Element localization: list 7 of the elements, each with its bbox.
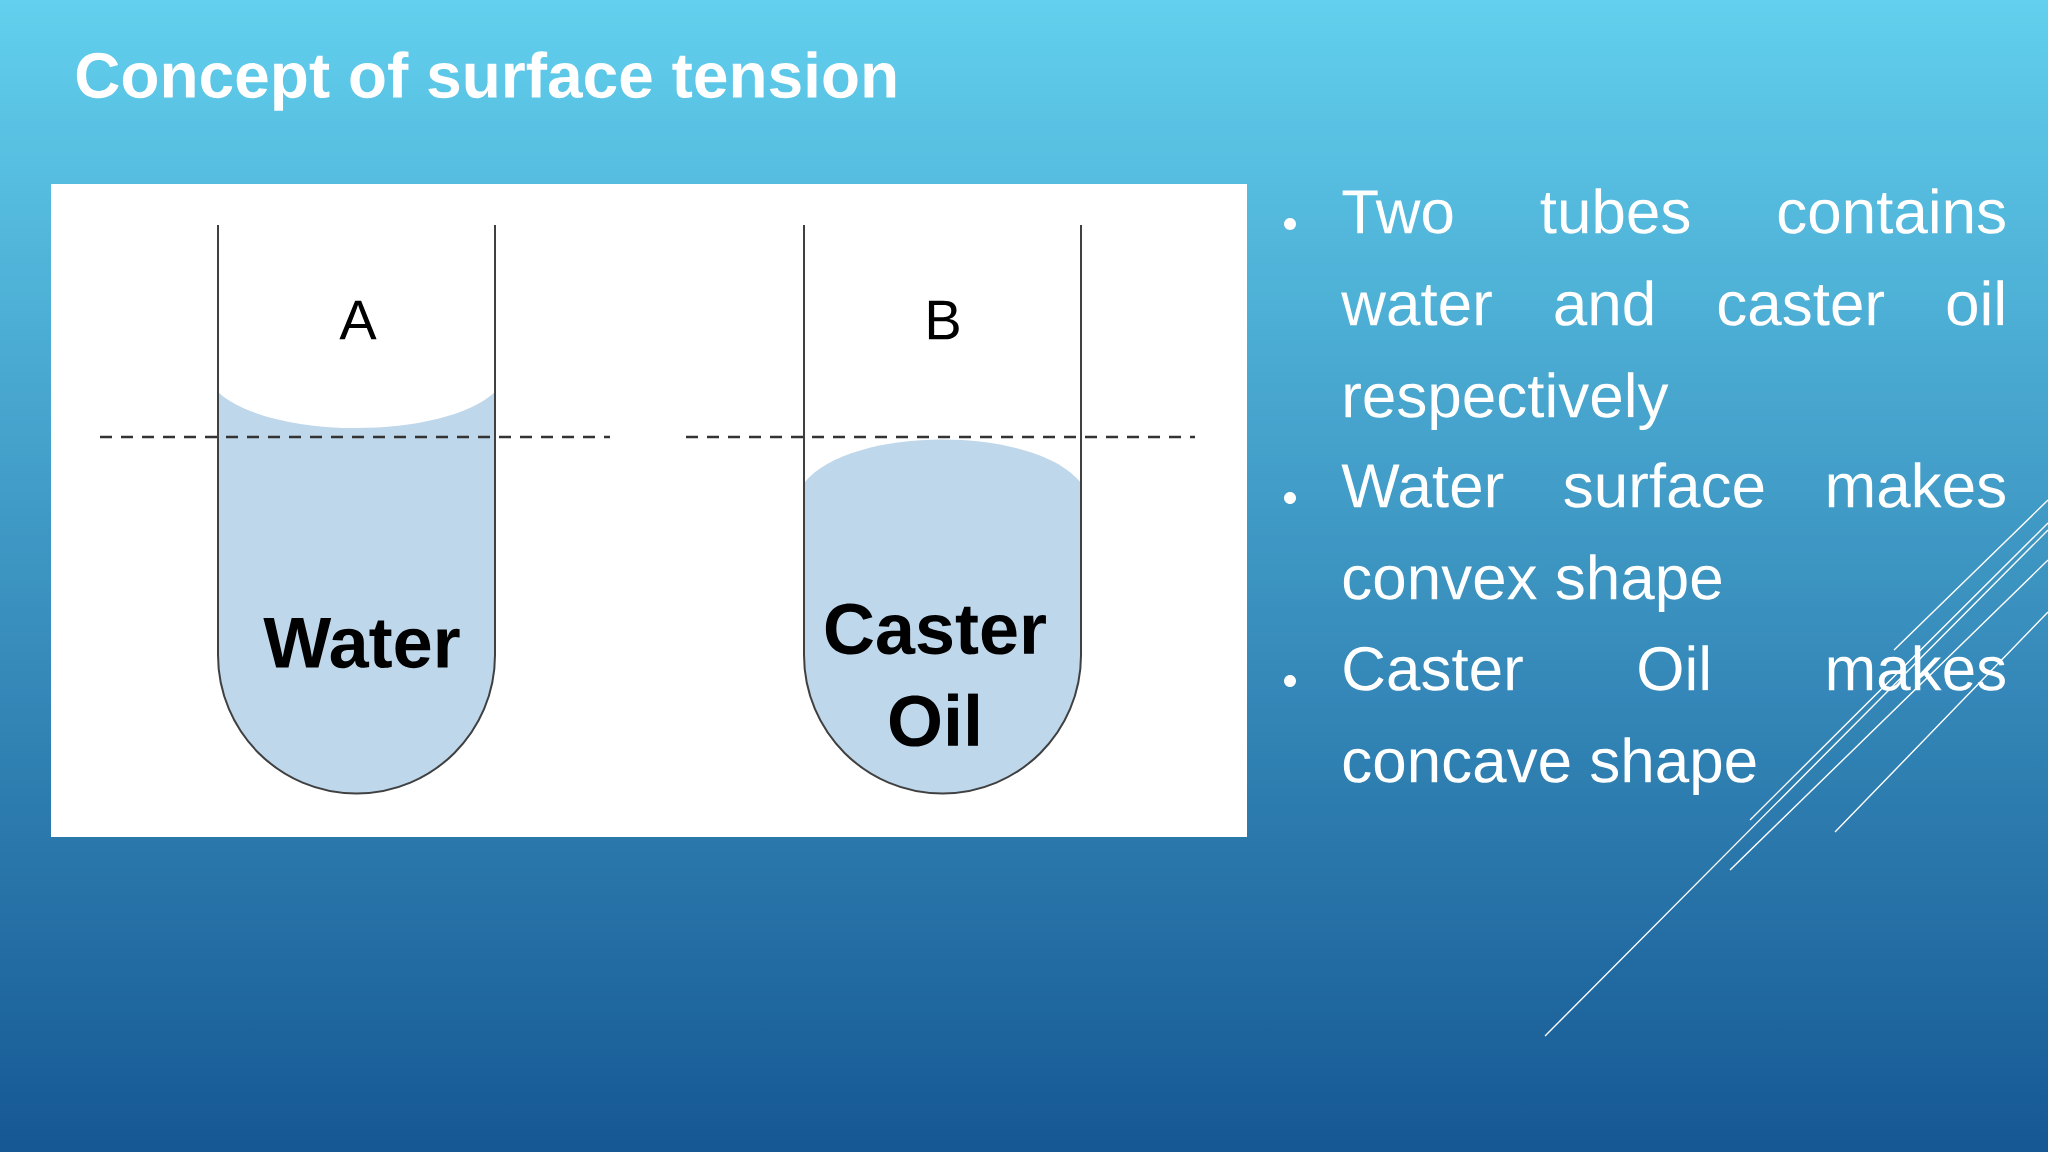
tube-label: B — [928, 300, 959, 340]
tube-label: A — [339, 300, 377, 340]
liquid-label: Water — [263, 617, 460, 669]
bullet-text: Water surface makes convex shape — [1341, 462, 2005, 612]
slide-title: Concept of surface tension — [76, 51, 896, 111]
bullet-text: Two tubes contains water and caster oil respectively — [1341, 188, 2005, 430]
liquid-label: Caster Oil — [825, 603, 1046, 747]
